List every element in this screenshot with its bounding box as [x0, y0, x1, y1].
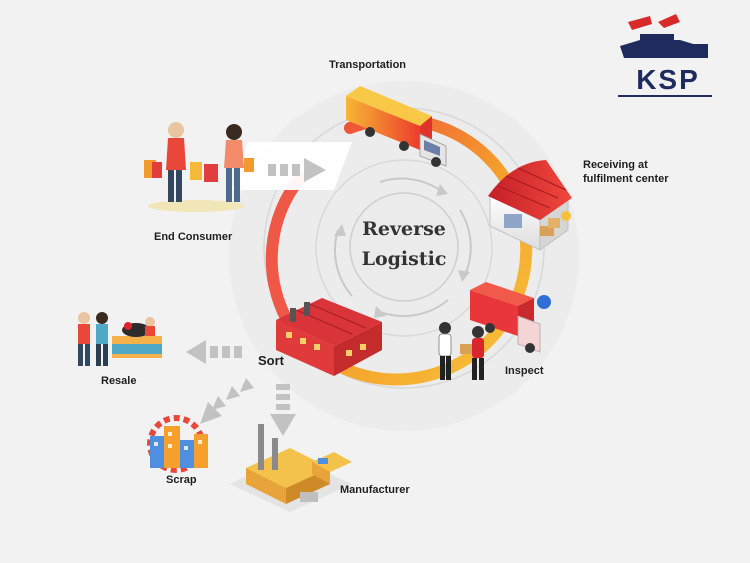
inspector-workers-icon: [438, 322, 484, 380]
consumer-arrow: [268, 158, 326, 182]
center-title-line2: Logistic: [361, 248, 447, 270]
label-receiving-line1: Receiving at: [583, 159, 648, 171]
label-receiving-line2: fulfilment center: [583, 173, 669, 185]
sort-to-manufacturer-arrow: [270, 384, 296, 436]
transportation-truck-icon: [346, 86, 447, 167]
resale-shop-icon: [78, 312, 162, 366]
cycle-ring-left: [265, 172, 306, 326]
manufacturer-factory-icon: [230, 424, 352, 512]
scrap-buildings-icon: [147, 415, 208, 473]
end-consumer-people-icon: [144, 122, 254, 212]
cycle-ring: [281, 113, 533, 386]
label-end-consumer: End Consumer: [154, 231, 233, 243]
center-title-line1: Reverse: [362, 218, 446, 240]
label-resale: Resale: [101, 375, 137, 387]
inner-cycle-arrows: [334, 177, 472, 317]
label-inspect: Inspect: [505, 365, 544, 377]
sort-to-scrap-arrow: [200, 378, 254, 424]
label-scrap: Scrap: [166, 474, 197, 486]
inner-cycle-arrowheads: [334, 184, 470, 318]
sort-to-resale-arrow: [186, 340, 242, 364]
sort-factory-icon: [276, 298, 382, 376]
ksp-logo: [618, 14, 712, 97]
inner-thin-ring: [315, 159, 493, 337]
inspect-truck-icon: [470, 282, 551, 353]
warehouse-icon: [488, 160, 572, 251]
center-circle: [349, 192, 459, 302]
ksp-logo-text: KSP: [636, 64, 700, 95]
label-transportation: Transportation: [329, 59, 407, 71]
label-manufacturer: Manufacturer: [340, 484, 410, 496]
label-sort: Sort: [258, 353, 284, 368]
